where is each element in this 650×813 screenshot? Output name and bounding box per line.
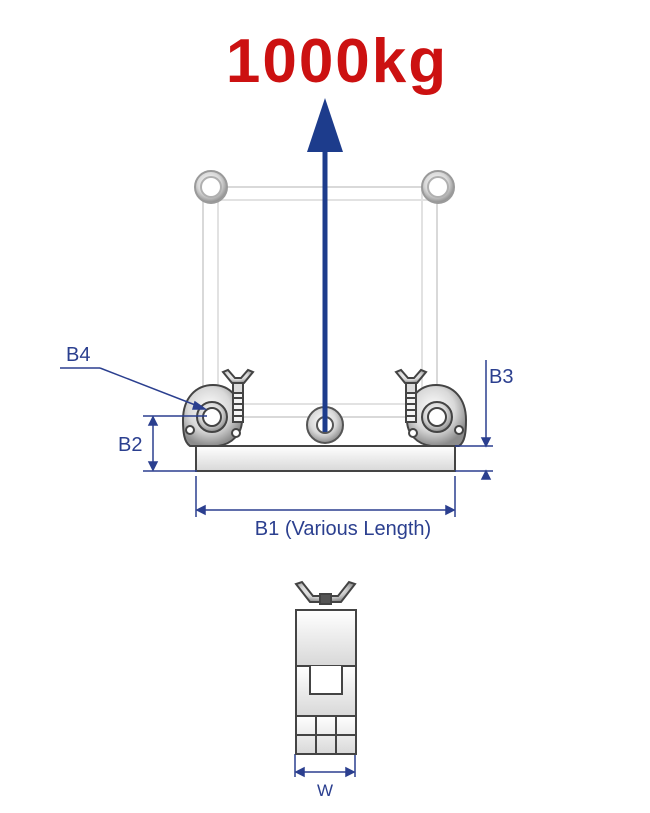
w-label: W [317, 781, 333, 800]
load-arrow [307, 98, 343, 432]
b1-label: B1 (Various Length) [255, 518, 431, 540]
left-clamp [181, 368, 255, 447]
b2-label: B2 [118, 434, 142, 456]
dimension-lines [60, 360, 493, 778]
b4-label: B4 [66, 344, 90, 366]
b3-label: B3 [489, 366, 513, 388]
base-beam [195, 445, 456, 472]
right-clamp [394, 368, 468, 447]
load-label: 1000kg [226, 27, 448, 96]
side-view [294, 580, 357, 755]
